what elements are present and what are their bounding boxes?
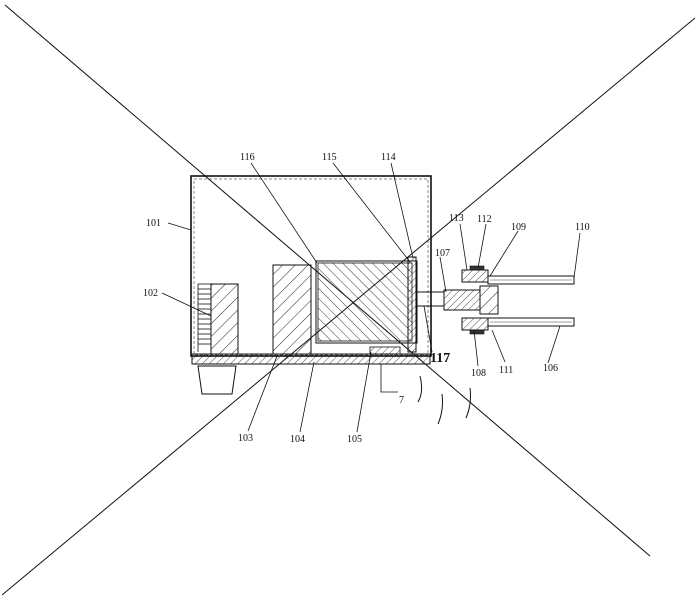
label-113: 113 (449, 213, 464, 224)
label-108: 108 (471, 368, 486, 379)
nut-108 (461, 317, 489, 335)
label-111: 111 (499, 365, 513, 376)
label-101: 101 (146, 218, 161, 229)
block-105 (369, 346, 401, 355)
nut-113 (461, 265, 489, 283)
label-112: 112 (477, 214, 492, 225)
label-110: 110 (575, 222, 590, 233)
rod-106 (487, 317, 575, 327)
label-107: 107 (435, 248, 450, 259)
label-114: 114 (381, 152, 396, 163)
leader-lines (161, 162, 581, 433)
label-105: 105 (347, 434, 362, 445)
tube-117 (415, 291, 445, 307)
label-7: 7 (399, 395, 404, 406)
heat-sink-102 (197, 283, 239, 355)
label-106: 106 (543, 363, 558, 374)
label-104: 104 (290, 434, 305, 445)
label-116: 116 (240, 152, 255, 163)
label-103: 103 (238, 433, 253, 444)
rod-110 (487, 275, 575, 285)
frame-115 (315, 260, 418, 344)
plate-114 (407, 256, 417, 353)
label-117: 117 (430, 351, 450, 366)
cable-marks (417, 375, 471, 425)
label-115: 115 (322, 152, 337, 163)
connector-107 (443, 285, 499, 315)
label-109: 109 (511, 222, 526, 233)
base-plate-104 (191, 353, 431, 365)
block-103 (272, 264, 312, 355)
label-102: 102 (143, 288, 158, 299)
